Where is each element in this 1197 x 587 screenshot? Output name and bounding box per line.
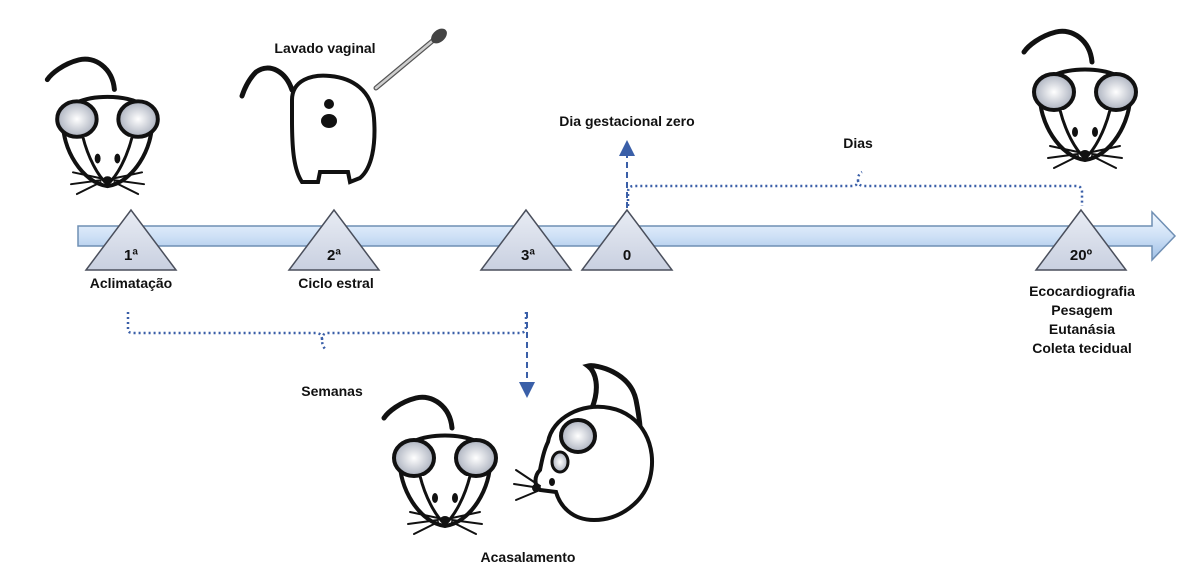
gestational-day-zero-label: Dia gestacional zero xyxy=(559,113,694,129)
weeks-brace xyxy=(128,312,526,350)
procedure-euthanasia: Eutanásia xyxy=(1049,321,1115,337)
acclimation-label: Aclimatação xyxy=(90,275,172,291)
mating-label: Acasalamento xyxy=(481,549,576,565)
mouse-icon-day20 xyxy=(1024,31,1136,168)
procedure-echocardiography: Ecocardiografia xyxy=(1029,283,1135,299)
vaginal-lavage-label: Lavado vaginal xyxy=(274,40,375,56)
mating-mice-icon xyxy=(384,366,652,534)
marker-week1-label: 1ª xyxy=(124,247,138,264)
marker-week2-label: 2ª xyxy=(327,247,341,264)
marker-day20-label: 20º xyxy=(1070,247,1093,264)
pipette-icon xyxy=(376,26,450,88)
weeks-label: Semanas xyxy=(301,383,363,399)
marker-week3-label: 3ª xyxy=(521,247,535,264)
days-label: Dias xyxy=(843,135,873,151)
mouse-icon xyxy=(47,59,158,194)
procedure-tissue-collection: Coleta tecidual xyxy=(1032,340,1132,356)
marker-day0-label: 0 xyxy=(623,247,631,264)
final-procedures-list: Ecocardiografia Pesagem Eutanásia Coleta… xyxy=(1029,283,1135,356)
estrous-cycle-label: Ciclo estral xyxy=(298,275,373,291)
procedure-weighing: Pesagem xyxy=(1051,302,1112,318)
days-brace xyxy=(628,172,1082,206)
mouse-rear-icon xyxy=(242,68,374,182)
